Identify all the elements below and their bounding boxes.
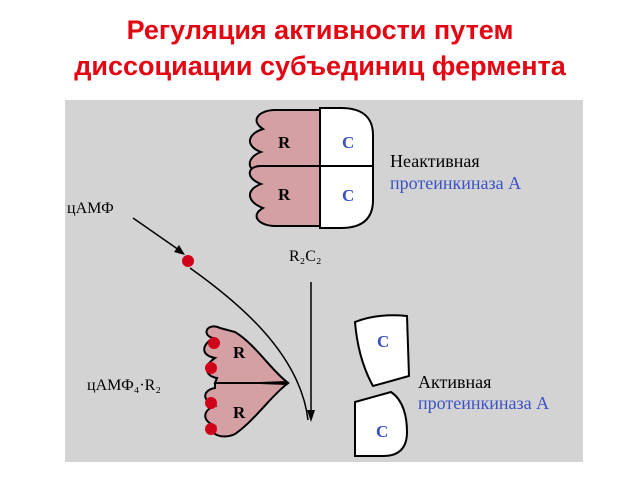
- dissociation-curve: [189, 267, 309, 421]
- active-c-subunit-top: [353, 314, 411, 388]
- bound-camp-dot-2: [205, 362, 217, 374]
- bound-camp-dot-3: [205, 397, 217, 409]
- camp-arrow-line: [132, 217, 180, 251]
- inactive-r-label-top: R: [278, 133, 291, 152]
- bound-camp-dot-1: [208, 337, 220, 349]
- active-label-line2: протеинкиназа А: [418, 393, 549, 413]
- inactive-label-line2: протеинкиназа А: [390, 173, 521, 193]
- camp-r2-complex: R R: [203, 325, 290, 438]
- active-pka-subunits: C C: [353, 314, 411, 457]
- camp-arrow-head: [174, 245, 185, 255]
- inactive-r-label-bottom: R: [278, 185, 291, 204]
- active-c-label-bottom: C: [376, 422, 388, 441]
- dissociation-arrow-head: [307, 410, 315, 422]
- title-line-1: Регуляция активности путем: [126, 15, 514, 45]
- inactive-pka-complex: R R C C: [248, 107, 374, 229]
- active-c-label-top: C: [377, 332, 389, 351]
- camp-label: цАМФ: [67, 200, 114, 217]
- pka-dissociation-diagram: R R C C Неактивная протеинкиназа А цАМФ …: [65, 100, 583, 462]
- slide-title: Регуляция активности путем диссоциации с…: [0, 12, 640, 84]
- inactive-label-line1: Неактивная: [390, 151, 480, 171]
- active-c-subunit-bottom: [354, 390, 409, 457]
- inactive-c-label-bottom: C: [342, 186, 354, 205]
- inactive-c-label-top: C: [342, 133, 354, 152]
- inactive-c-subunit-bottom: [319, 165, 374, 229]
- bound-camp-dot-4: [205, 423, 217, 435]
- camp-dot: [182, 255, 194, 267]
- inactive-c-subunit-top: [319, 107, 374, 167]
- title-line-2: диссоциации субъединиц фермента: [74, 51, 566, 81]
- inactive-r-subunit-bottom: [248, 165, 321, 227]
- active-r-label-bottom: R: [233, 403, 246, 422]
- complex-label: цАМФ₄·R₂: [87, 377, 161, 394]
- active-label-line1: Активная: [418, 372, 491, 392]
- active-r-label-top: R: [233, 343, 246, 362]
- holoenzyme-label: R₂C₂: [289, 248, 322, 265]
